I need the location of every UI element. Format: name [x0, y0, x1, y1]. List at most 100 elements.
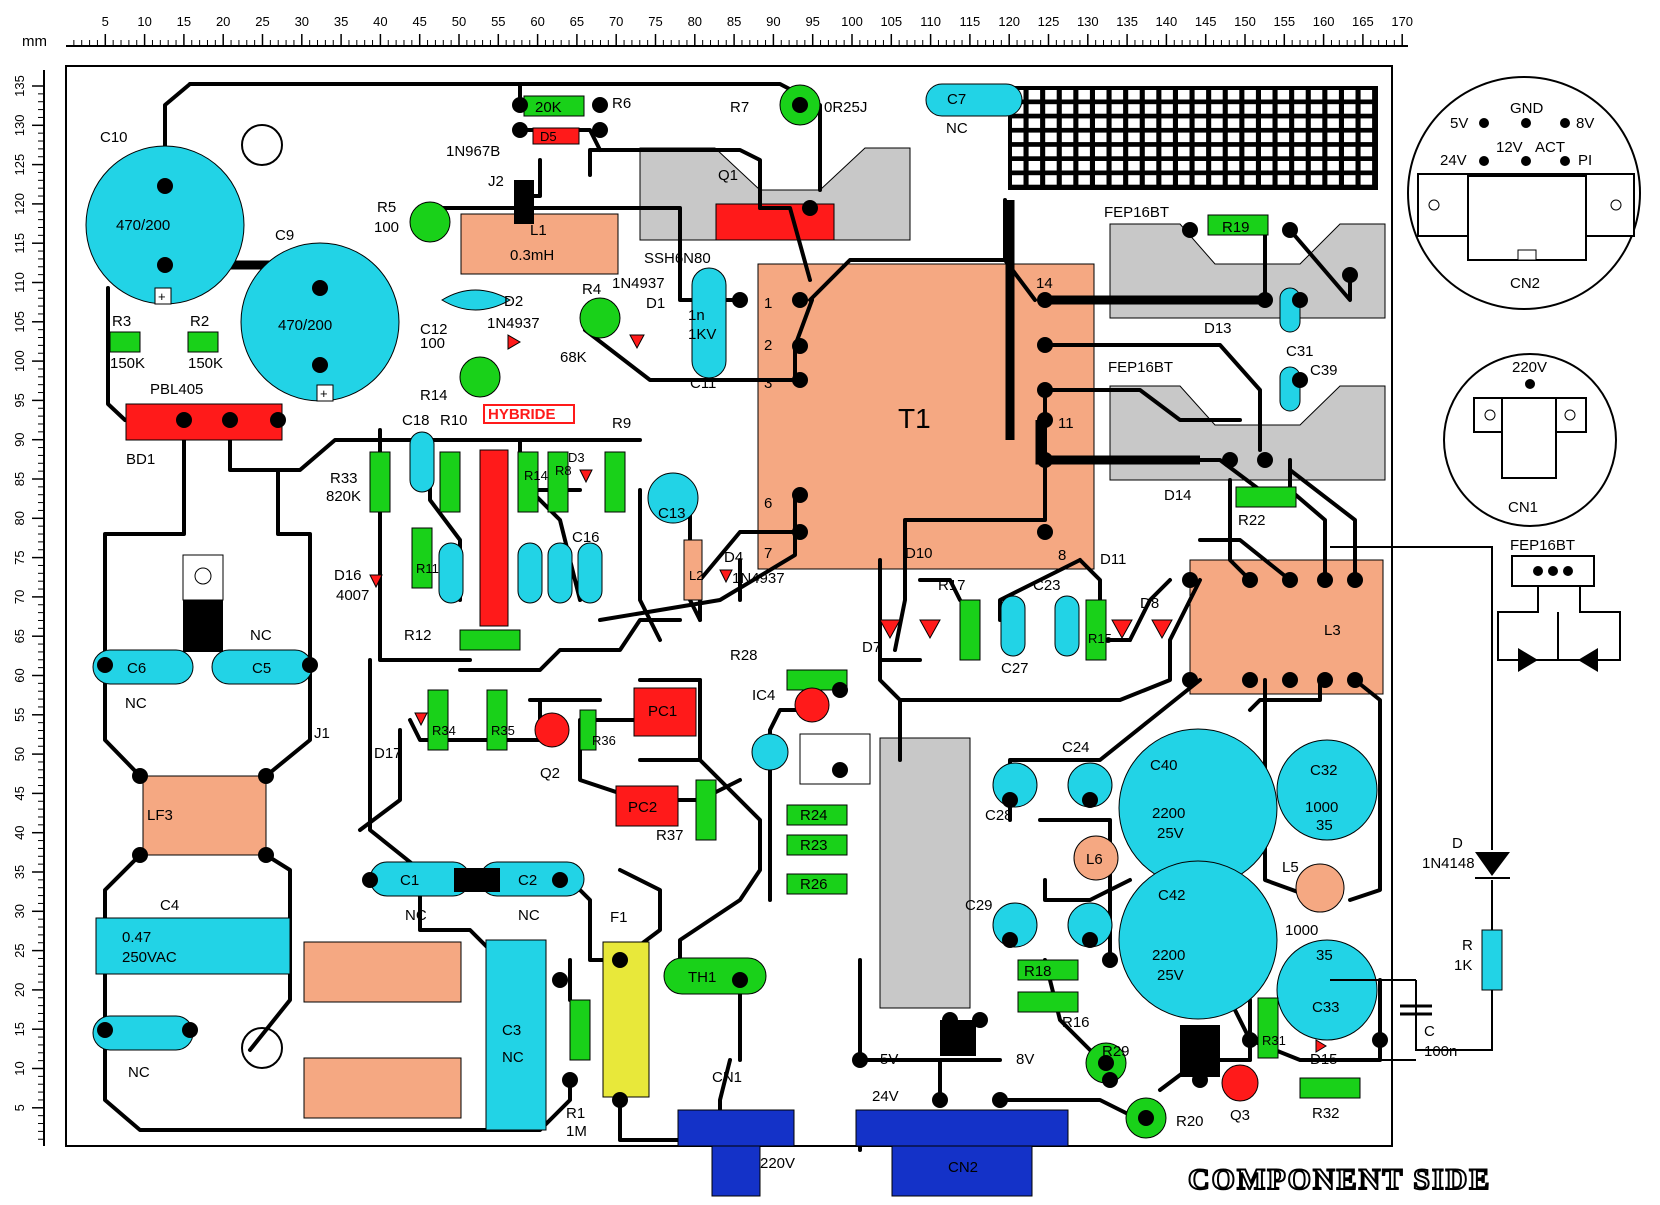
c2-value: NC — [518, 907, 540, 924]
r33-value: 820K — [326, 488, 361, 505]
cn2-label: CN2 — [948, 1159, 978, 1176]
c4-value: 0.47 — [122, 929, 151, 946]
solder-pad — [1037, 292, 1053, 308]
ruler-tick-label: 170 — [1391, 14, 1413, 29]
ruler-tick-label: 95 — [12, 393, 27, 407]
r10-label: R10 — [440, 412, 468, 429]
jumper-j2 — [514, 180, 534, 224]
ruler-tick-label: 150 — [1234, 14, 1256, 29]
solder-pad — [1182, 672, 1198, 688]
heatsinks — [639, 147, 1386, 1009]
ruler-tick-label: 60 — [12, 668, 27, 682]
resistors — [109, 95, 1361, 1099]
pc2-label: PC2 — [628, 799, 657, 816]
capacitor-c10: C10 470/200 + — [85, 129, 245, 305]
solder-pad — [1242, 672, 1258, 688]
mounting-hole — [241, 124, 283, 166]
c7-value: NC — [946, 120, 968, 137]
bridge-bd1 — [125, 403, 283, 441]
d4-part: 1N4937 — [732, 570, 785, 587]
capacitor-c32: C32 1000 35 — [1276, 739, 1378, 841]
solder-pad — [792, 97, 808, 113]
bd1-part: PBL405 — [150, 381, 203, 398]
c1-value: NC — [405, 907, 427, 924]
solder-pad — [1037, 412, 1053, 428]
r32-label: R32 — [1312, 1105, 1340, 1122]
cn1-detail: 220V CN1 — [1443, 353, 1617, 527]
solder-pad — [732, 292, 748, 308]
c42-value: 2200 — [1152, 947, 1185, 964]
solder-pad — [1257, 292, 1273, 308]
optocoupler-pc2 — [615, 785, 679, 827]
c5-label: C5 — [252, 660, 271, 677]
solder-pad — [792, 487, 808, 503]
solder-pad — [612, 1092, 628, 1108]
l5-label: L5 — [1282, 859, 1299, 876]
ruler-tick-label: 100 — [841, 14, 863, 29]
solder-pad — [832, 682, 848, 698]
solder-pad — [1192, 1072, 1208, 1088]
svg-text:11: 11 — [1058, 415, 1074, 432]
ruler-tick-label: 35 — [334, 14, 348, 29]
lf3-label: LF3 — [147, 807, 173, 824]
d11-label: D11 — [1100, 551, 1126, 568]
r37-label: R37 — [656, 827, 684, 844]
r14-label: R14 — [420, 387, 448, 404]
svg-text:R: R — [1462, 937, 1473, 954]
r16-label: R16 — [1062, 1014, 1090, 1031]
ruler-tick-label: 105 — [880, 14, 902, 29]
solder-pad — [1037, 337, 1053, 353]
d2-part: 1N4937 — [487, 315, 540, 332]
svg-text:GND: GND — [1510, 100, 1544, 117]
capacitor-c4 — [95, 917, 291, 975]
inductor-l5 — [1295, 863, 1345, 913]
j2-label: J2 — [488, 173, 504, 190]
r9-label: R9 — [612, 415, 631, 432]
ruler-tick-label: 125 — [12, 154, 27, 176]
solder-pad — [1282, 672, 1298, 688]
ruler-tick-label: 10 — [137, 14, 151, 29]
c3-value: NC — [502, 1049, 524, 1066]
ruler-tick-label: 160 — [1313, 14, 1335, 29]
c9-label: C9 — [275, 227, 294, 244]
ruler-tick-label: 30 — [295, 14, 309, 29]
ruler-tick-label: 40 — [12, 825, 27, 839]
solder-pad — [258, 847, 274, 863]
svg-text:8: 8 — [1058, 547, 1066, 564]
ruler-tick-label: 115 — [12, 233, 27, 254]
r2-label: R2 — [190, 313, 209, 330]
ruler-tick-label: 120 — [998, 14, 1020, 29]
solder-pad — [222, 412, 238, 428]
ruler-tick-label: 110 — [12, 272, 27, 293]
inductor-l2 — [683, 539, 703, 601]
r2-value: 150K — [188, 355, 223, 372]
capacitor-c42: C42 2200 25V — [1118, 860, 1278, 1020]
fuse-f1 — [602, 941, 650, 1098]
l1-label: L1 — [530, 222, 547, 239]
solder-pad — [258, 768, 274, 784]
t1-pins: 1 2 3 6 7 14 11 8 — [764, 275, 1074, 564]
solder-pad — [562, 1072, 578, 1088]
regulator-body — [183, 600, 223, 652]
solder-pad — [802, 200, 818, 216]
r26-label: R26 — [800, 876, 828, 893]
solder-pad — [552, 872, 568, 888]
d5-part: 1N967B — [446, 143, 500, 160]
c29-label: C29 — [965, 897, 993, 914]
cn1-label: CN1 — [712, 1069, 742, 1086]
d14-part: FEP16BT — [1108, 359, 1173, 376]
solder-pad — [1037, 452, 1053, 468]
label-5v: 5V — [880, 1051, 898, 1068]
ruler-tick-label: 120 — [12, 193, 27, 215]
c11-value2: 1KV — [688, 326, 716, 343]
r4-label: R4 — [582, 281, 601, 298]
r6-value: 20K — [535, 99, 562, 116]
solder-pad — [1317, 572, 1333, 588]
solder-pad — [1222, 452, 1238, 468]
c10-value: 470/200 — [116, 217, 170, 234]
capacitor-c9: C9 470/200 + — [240, 227, 400, 402]
ruler-tick-label: 55 — [12, 708, 27, 722]
c10-label: C10 — [100, 129, 128, 146]
solder-pad — [832, 762, 848, 778]
